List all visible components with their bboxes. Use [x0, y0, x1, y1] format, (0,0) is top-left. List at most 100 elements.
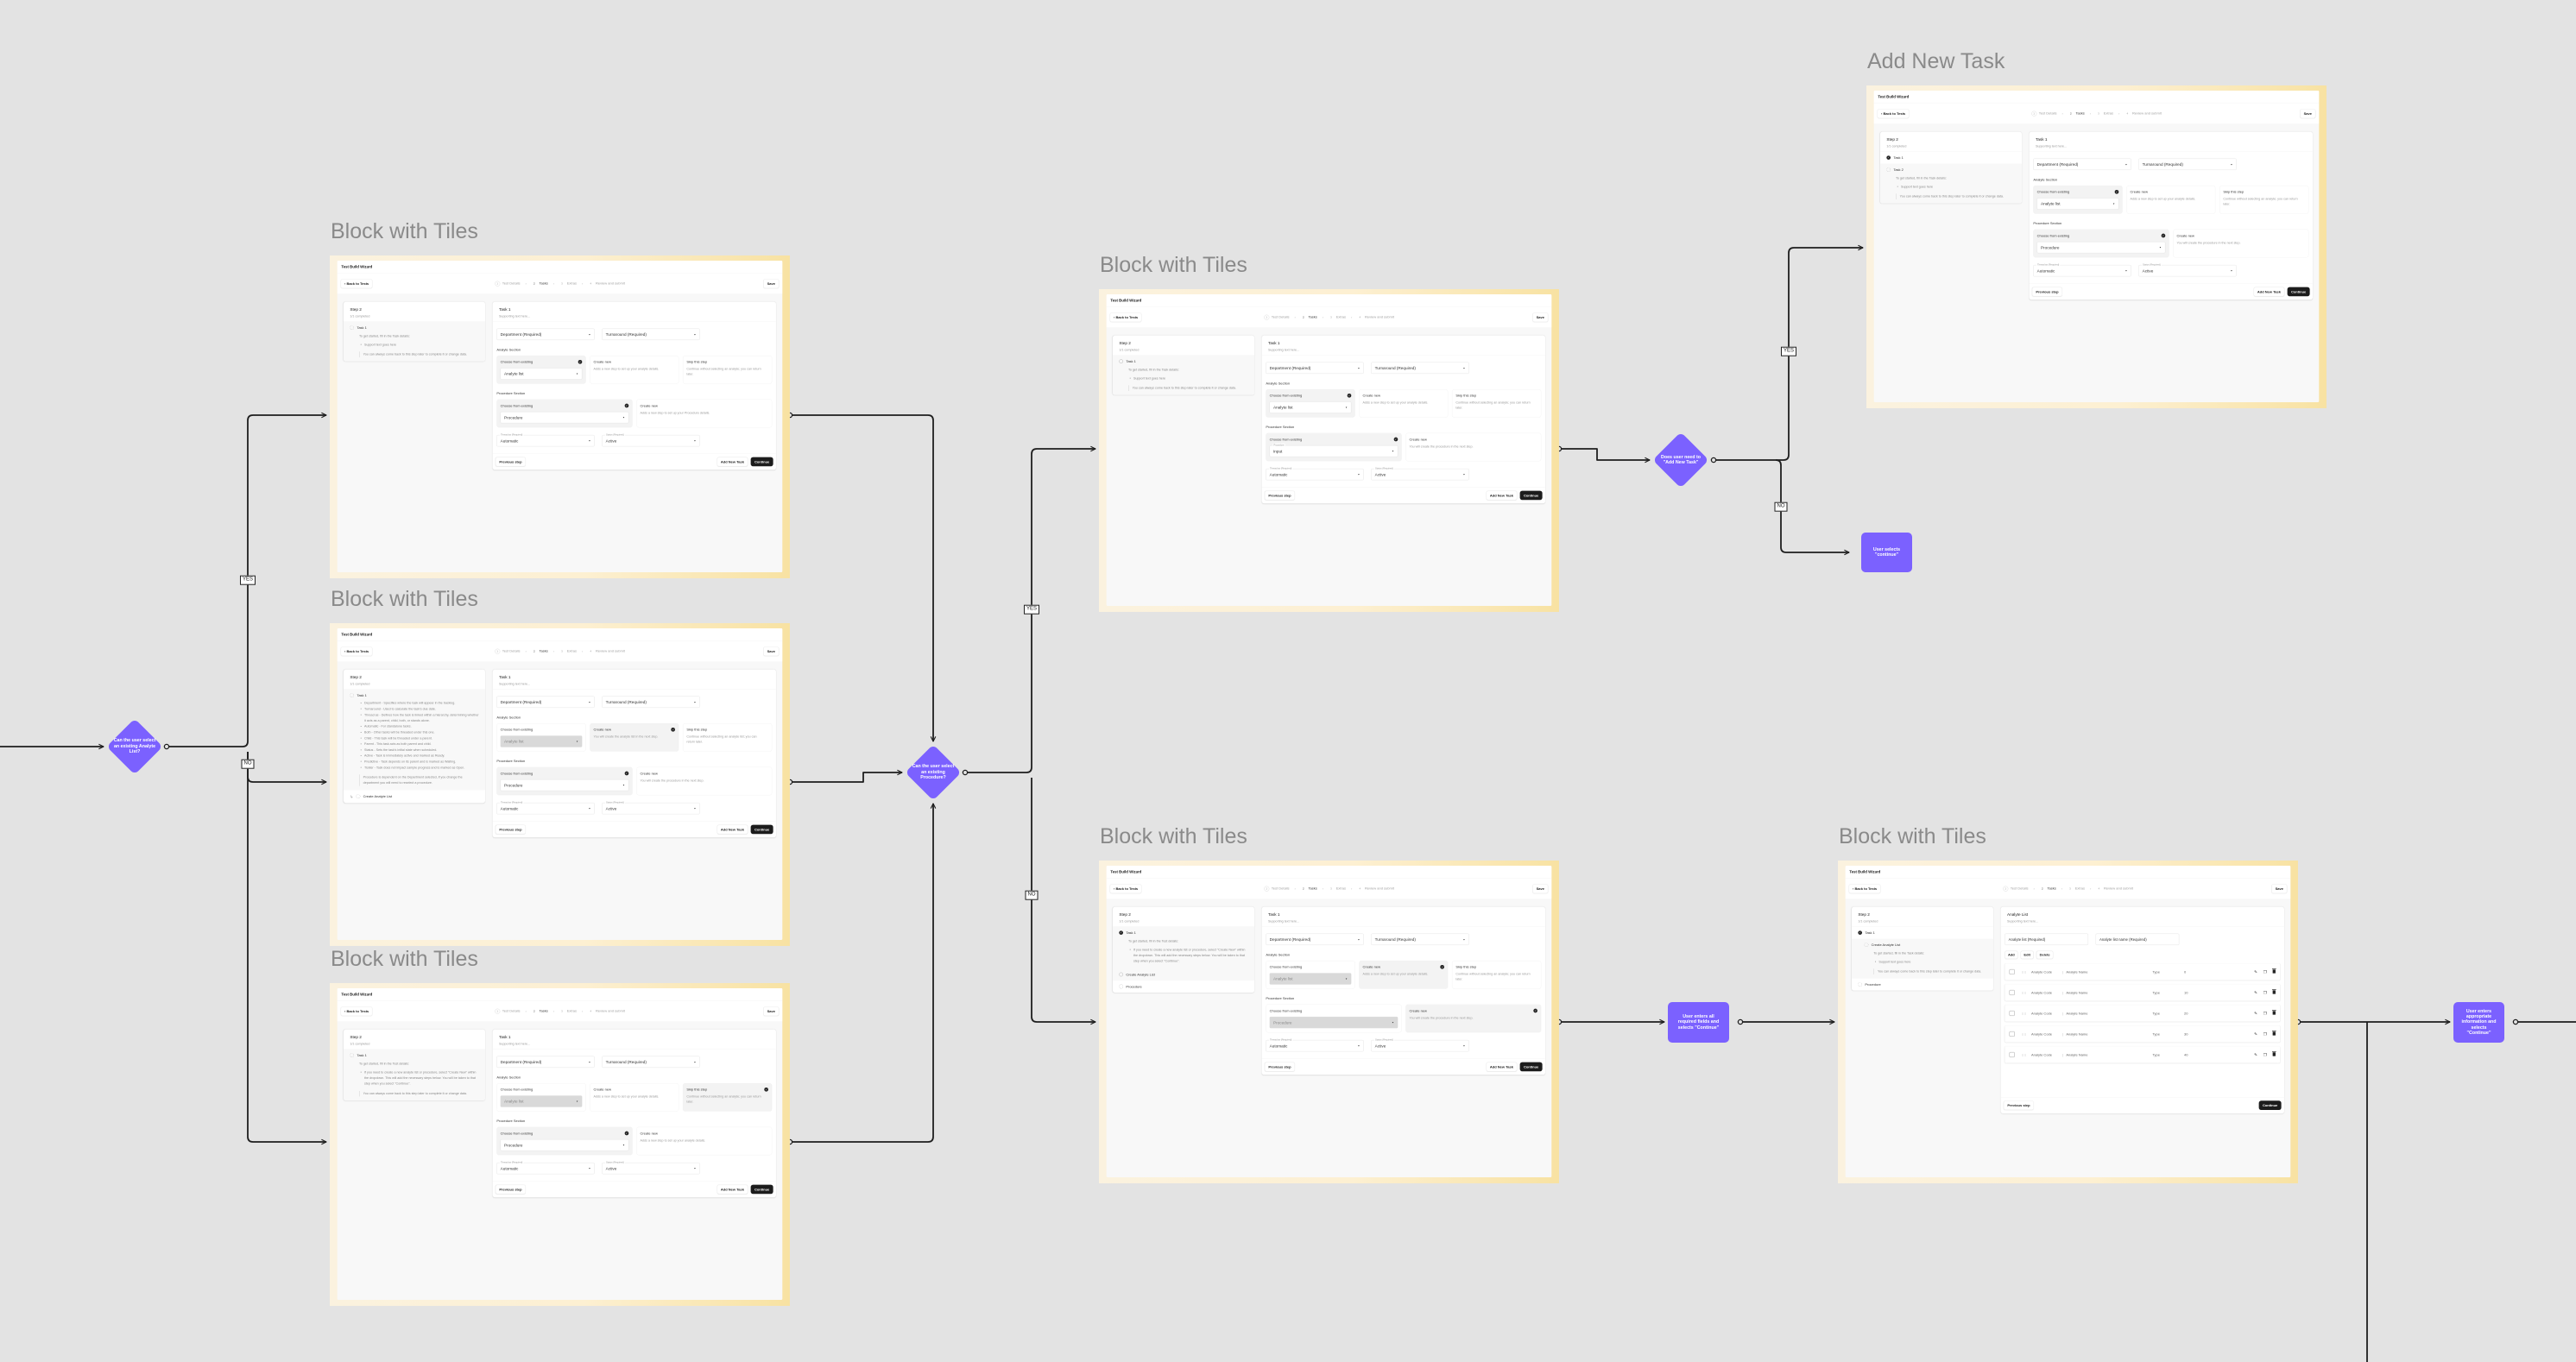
analyte-choose-existing-tile[interactable]: Choose from existing✓Analyte list▼: [496, 355, 586, 384]
back-to-tests-button[interactable]: ‹ Back to Tests: [1848, 884, 1881, 893]
thread-as-select[interactable]: Thread as (Required)Automatic▼: [1266, 466, 1364, 481]
previous-step-button[interactable]: Previous step: [1264, 1062, 1295, 1072]
drag-handle-icon[interactable]: ⋮⋮: [2020, 1011, 2027, 1016]
trash-icon[interactable]: [2271, 1010, 2276, 1015]
save-button[interactable]: Save: [1532, 312, 1549, 322]
continue-button[interactable]: Continue: [2287, 287, 2310, 297]
edit-icon[interactable]: ✎: [2254, 1031, 2258, 1037]
continue-button[interactable]: Continue: [2258, 1100, 2282, 1110]
drag-handle-icon[interactable]: ⋮⋮: [2020, 1031, 2027, 1037]
duplicate-icon[interactable]: ❐: [2263, 1052, 2267, 1057]
back-to-tests-button[interactable]: ‹ Back to Tests: [340, 1006, 373, 1016]
continue-button[interactable]: Continue: [750, 457, 773, 467]
back-to-tests-button[interactable]: ‹ Back to Tests: [340, 279, 373, 288]
trash-icon[interactable]: [2271, 1031, 2276, 1036]
drag-handle-icon[interactable]: ⋮⋮: [2020, 990, 2027, 995]
turnaround-select[interactable]: Turnaround (Required)▼: [1371, 933, 1469, 945]
status-select[interactable]: Status (Required)Active▼: [1371, 466, 1469, 481]
add-new-task-button[interactable]: Add New Task: [717, 1184, 748, 1195]
analyte-list-name-input[interactable]: Analyte list name (Required): [2095, 933, 2180, 945]
edit-icon[interactable]: ✎: [2254, 1052, 2258, 1057]
status-select[interactable]: Status (Required)Active▼: [602, 1160, 700, 1175]
thread-as-select[interactable]: Thread as (Required)Automatic▼: [496, 800, 595, 815]
trash-icon[interactable]: [2271, 968, 2276, 974]
duplicate-icon[interactable]: ❐: [2263, 1011, 2267, 1016]
save-button[interactable]: Save: [1532, 884, 1549, 893]
procedure-select[interactable]: Procedure▼: [500, 1138, 629, 1151]
turnaround-select[interactable]: Turnaround (Required)▼: [2138, 158, 2237, 170]
save-button[interactable]: Save: [763, 646, 780, 656]
analyte-list-select[interactable]: Analyte list▼: [500, 368, 583, 380]
edit-icon[interactable]: ✎: [2254, 1011, 2258, 1016]
delete-button[interactable]: Delete: [2036, 950, 2054, 959]
turnaround-select[interactable]: Turnaround (Required)▼: [602, 1056, 700, 1068]
save-button[interactable]: Save: [763, 279, 780, 288]
drag-handle-icon[interactable]: ⋮⋮: [2020, 969, 2027, 974]
previous-step-button[interactable]: Previous step: [1264, 490, 1295, 501]
connector-dot[interactable]: [1710, 457, 1717, 463]
procedure-choose-existing-tile[interactable]: Choose from existing✓Procedure▼: [496, 1126, 633, 1156]
continue-button[interactable]: Continue: [1519, 1062, 1543, 1072]
task-list-item[interactable]: Create Analyte List: [1112, 968, 1254, 981]
previous-step-button[interactable]: Previous step: [495, 1184, 526, 1195]
row-checkbox[interactable]: [2009, 968, 2015, 974]
duplicate-icon[interactable]: ❐: [2263, 990, 2267, 995]
save-button[interactable]: Save: [2300, 109, 2316, 118]
thread-as-select[interactable]: Thread as (Required)Automatic▼: [2033, 262, 2131, 277]
row-checkbox[interactable]: [2009, 1031, 2015, 1037]
save-button[interactable]: Save: [2271, 884, 2288, 893]
connector-dot[interactable]: [962, 769, 969, 776]
add-button[interactable]: Add: [2005, 950, 2018, 959]
add-new-task-button[interactable]: Add New Task: [1486, 1062, 1518, 1072]
department-select[interactable]: Department (Required)▼: [1266, 362, 1364, 374]
connector-dot[interactable]: [1737, 1018, 1744, 1025]
back-to-tests-button[interactable]: ‹ Back to Tests: [340, 646, 373, 656]
department-select[interactable]: Department (Required)▼: [496, 1056, 595, 1068]
analyte-skip-step-tile[interactable]: Skip this step✓Continue without selectin…: [683, 1082, 773, 1112]
duplicate-icon[interactable]: ❐: [2263, 969, 2267, 974]
analyte-list-select[interactable]: Analyte list▼: [500, 735, 583, 747]
status-select[interactable]: Status (Required)Active▼: [602, 432, 700, 447]
procedure-choose-existing-tile[interactable]: Choose from existing✓Procedure▼: [2033, 229, 2169, 258]
analyte-list-input[interactable]: Analyte list (Required): [2005, 933, 2088, 945]
previous-step-button[interactable]: Previous step: [495, 824, 526, 835]
turnaround-select[interactable]: Turnaround (Required)▼: [602, 696, 700, 708]
trash-icon[interactable]: [2271, 989, 2276, 994]
duplicate-icon[interactable]: ❐: [2263, 1031, 2267, 1037]
task-list-item[interactable]: Procedure: [1113, 981, 1254, 993]
